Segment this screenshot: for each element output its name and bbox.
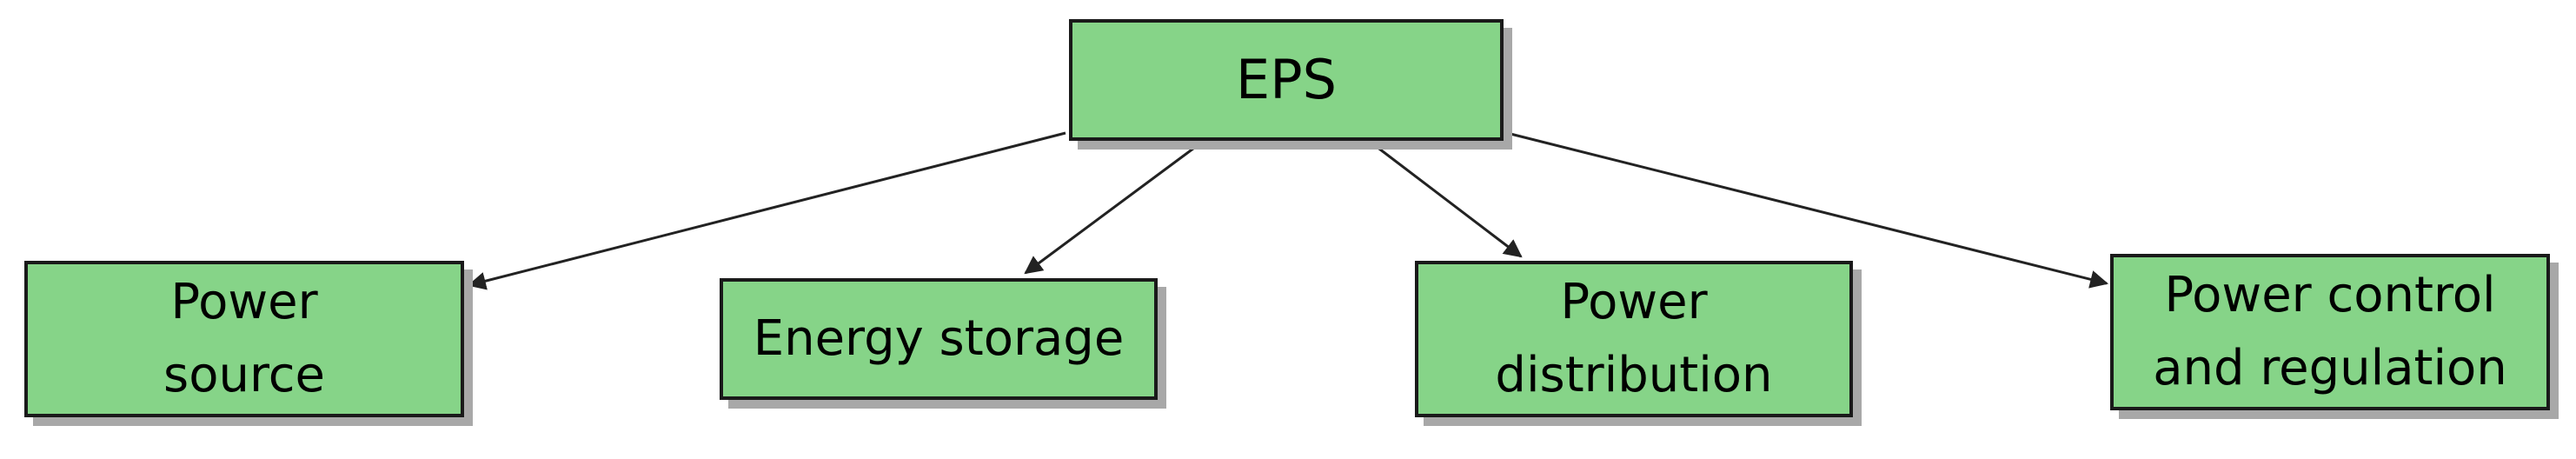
node-power-distribution-label: Power distribution [1495, 274, 1773, 403]
node-power-control-regulation-label: Power control and regulation [2153, 267, 2507, 396]
node-eps-label: EPS [1236, 48, 1337, 111]
node-power-distribution: Power distribution [1415, 261, 1853, 417]
edge-eps-to-energy-storage [1024, 139, 1205, 275]
edge-eps-to-power-control [1506, 131, 2109, 289]
node-energy-storage: Energy storage [720, 278, 1158, 400]
node-power-source: Power source [24, 261, 464, 417]
node-eps: EPS [1069, 19, 1504, 141]
node-power-control-regulation: Power control and regulation [2110, 254, 2550, 410]
node-energy-storage-label: Energy storage [753, 310, 1125, 367]
edge-eps-to-power-distribution [1368, 139, 1523, 258]
node-power-source-label: Power source [163, 274, 325, 403]
edge-eps-to-power-source [467, 131, 1066, 290]
